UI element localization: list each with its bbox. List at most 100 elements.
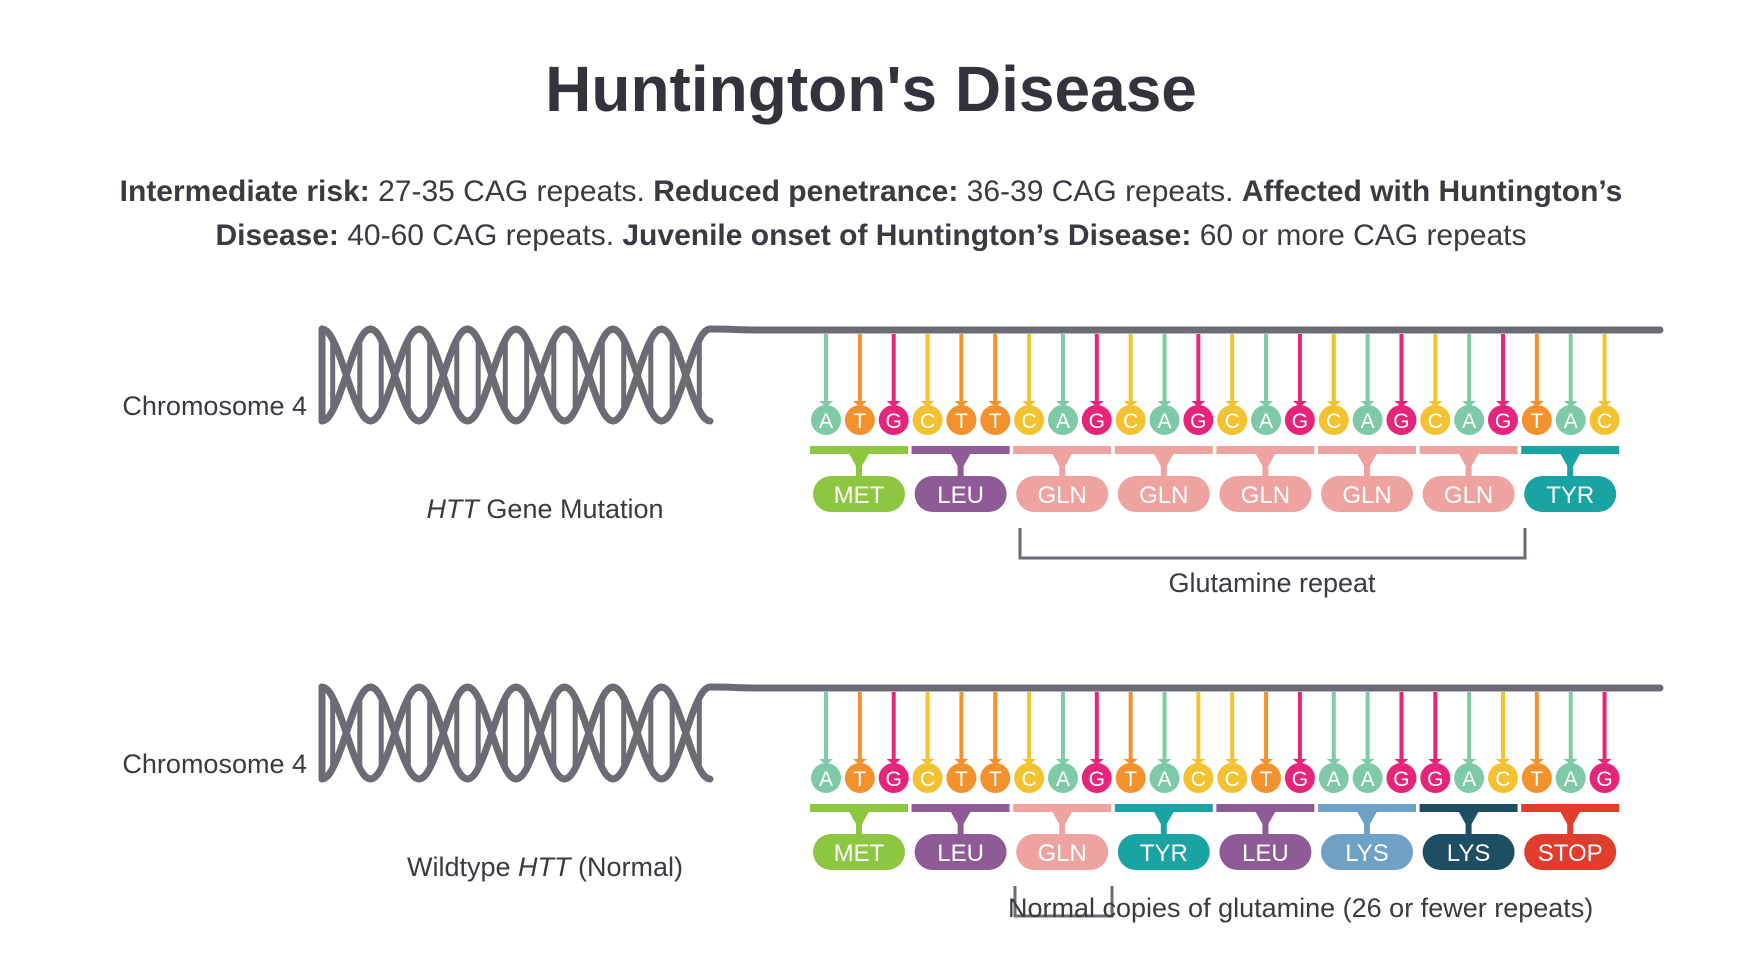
nucleotide-C: C [1589,334,1620,435]
amino-acid-gln: GLN [1419,446,1518,512]
nucleotide-letter: C [1022,410,1037,433]
nucleotide-A: A [1047,692,1078,793]
amino-acid-lys: LYS [1318,804,1416,870]
amino-acid-tyr: TYR [1521,446,1620,512]
nucleotide-letter: A [819,768,833,791]
amino-acid-label: GLN [1038,482,1087,509]
amino-acid-label: LEU [937,840,984,867]
nucleotide-G: G [1183,334,1214,435]
amino-acid-label: TYR [1546,482,1594,509]
amino-acid-label: STOP [1538,840,1603,867]
nucleotide-letter: A [1462,410,1476,433]
nucleotide-C: C [912,692,943,793]
nucleotide-letter: A [1056,768,1070,791]
amino-acid-pill [1321,834,1413,870]
nucleotide-letter: A [1564,410,1578,433]
nucleotide-A: A [1149,334,1180,435]
nucleotide-G: G [1386,692,1417,793]
amino-acid-pill [1524,834,1617,870]
nucleotide-C: C [1488,692,1518,793]
amino-acid-met: MET [810,804,908,870]
nucleotide-A: A [1555,692,1586,793]
amino-acid-pill [813,476,905,512]
amino-acid-pill [1016,834,1109,870]
amino-acid-lys: LYS [1419,804,1518,870]
desc-label-reduced: Reduced penetrance: [653,175,959,208]
nucleotide-A: A [1352,692,1383,793]
gene-label: Wildtype HTT (Normal) [407,852,683,882]
amino-acid-tyr: TYR [1114,804,1213,870]
amino-acid-gln: GLN [1013,446,1112,512]
nucleotide-letter: C [1428,410,1443,433]
nucleotide-letter: A [1327,768,1341,791]
nucleotide-letter: T [853,410,866,433]
amino-acid-pill [1321,476,1413,512]
nucleotide-C: C [912,334,943,435]
amino-acid-label: MET [834,482,885,509]
amino-acid-leu: LEU [1216,804,1315,870]
bracket [1018,528,1527,560]
nucleotide-G: G [1589,692,1620,793]
amino-acid-label: LYS [1447,840,1491,867]
nucleotide-letter: T [955,768,968,791]
nucleotide-letter: C [1225,410,1240,433]
bracket-label: Normal copies of glutamine (26 or fewer … [1008,893,1593,923]
nucleotide-letter: C [1326,410,1341,433]
nucleotide-letter: G [1393,410,1409,433]
nucleotide-letter: T [955,410,968,433]
nucleotide-A: A [811,334,841,435]
nucleotide-letter: A [1462,768,1476,791]
nucleotide-letter: G [1089,768,1105,791]
nucleotide-T: T [980,692,1011,793]
nucleotide-letter: G [1292,410,1308,433]
page-title: Huntington's Disease [545,53,1197,125]
nucleotide-letter: A [1361,410,1375,433]
nucleotide-A: A [1149,692,1180,793]
amino-acid-label: TYR [1140,840,1188,867]
amino-acid-label: GLN [1342,482,1391,509]
amino-acid-pill [1117,834,1210,870]
nucleotide-letter: C [1597,410,1612,433]
nucleotide-letter: A [1259,410,1273,433]
nucleotide-letter: C [1225,768,1240,791]
amino-acid-pill [1117,476,1210,512]
nucleotide-G: G [878,334,909,435]
nucleotide-T: T [946,334,977,435]
nucleotide-C: C [1217,692,1248,793]
nucleotide-letter: T [1530,768,1543,791]
nucleotide-letter: A [819,410,833,433]
nucleotide-letter: G [1190,410,1206,433]
amino-acid-met: MET [810,446,908,512]
nucleotide-A: A [811,692,841,793]
nucleotide-letter: G [1596,768,1612,791]
amino-acid-pill [813,834,905,870]
amino-acid-gln: GLN [1216,446,1315,512]
nucleotide-C: C [1217,334,1248,435]
bracket-label: Glutamine repeat [1168,568,1376,598]
gene-label: HTT Gene Mutation [426,494,663,524]
nucleotide-G: G [1386,334,1417,435]
amino-acid-pill [1219,834,1312,870]
amino-acid-pill [914,834,1007,870]
nucleotide-letter: G [1393,768,1409,791]
nucleotide-G: G [878,692,909,793]
nucleotide-letter: G [886,410,902,433]
nucleotide-letter: T [1124,768,1137,791]
nucleotide-letter: A [1564,768,1578,791]
nucleotide-G: G [1420,692,1451,793]
amino-acid-stop: STOP [1521,804,1620,870]
nucleotide-C: C [1318,334,1349,435]
nucleotide-T: T [946,692,977,793]
nucleotide-G: G [1081,334,1112,435]
dna-helix-icon [318,325,1664,425]
nucleotide-letter: A [1157,768,1171,791]
nucleotide-letter: C [1191,768,1206,791]
desc-label-juvenile: Juvenile onset of Huntington’s Disease: [622,219,1192,252]
nucleotide-T: T [1521,334,1552,435]
nucleotide-A: A [1251,334,1282,435]
nucleotide-letter: T [989,768,1002,791]
chromosome-label: Chromosome 4 [122,749,307,779]
nucleotide-T: T [1521,692,1552,793]
